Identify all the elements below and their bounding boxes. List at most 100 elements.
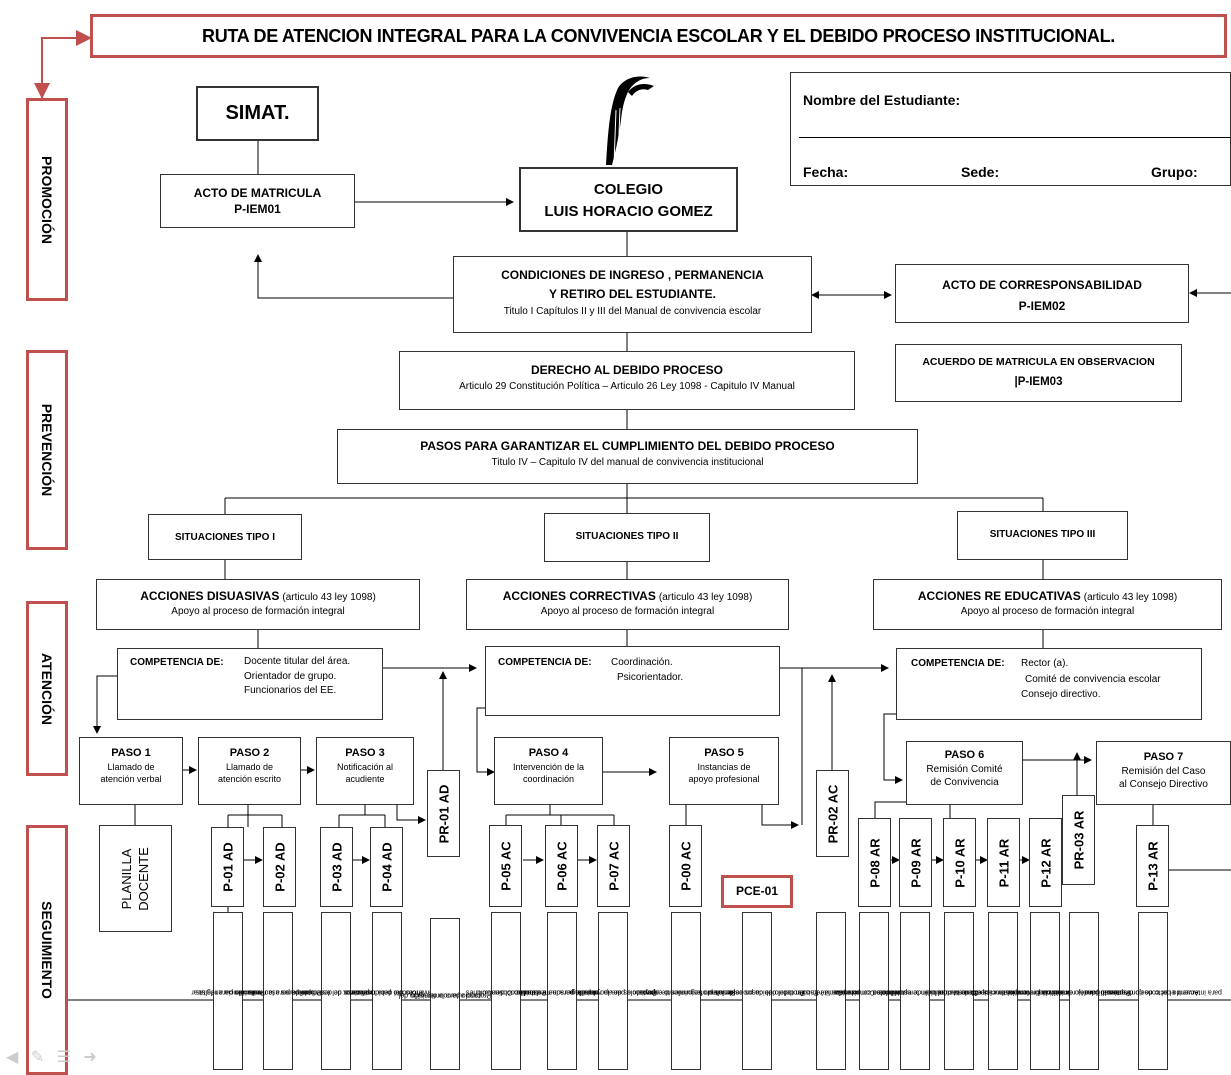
colegio-box: COLEGIO LUIS HORACIO GOMEZ [519,167,738,232]
competencia-box-3: COMPETENCIA DE: Rector (a). Comité de co… [896,648,1202,720]
sidebar-label: PROMOCIÓN [39,155,55,244]
competencia-item: Consejo directivo. [1021,689,1101,700]
code-label: PR-03 AR [1071,810,1086,870]
code-p08-ar: P-08 AR [858,818,891,907]
page-title: RUTA DE ATENCION INTEGRAL PARA LA CONVIV… [202,26,1115,46]
paso-1-box: PASO 1 Llamado de atención verbal [79,737,183,805]
paso-desc: Remisión del Caso [1121,765,1206,777]
paso-desc: Instancias de [697,761,751,772]
slide-nav[interactable]: ◀ ✎ ☰ ➜ [6,1047,97,1067]
sidebar-promocion: PROMOCIÓN [26,98,68,301]
planilla-label: DOCENTE [135,846,151,911]
sidebar-atencion: ATENCIÓN [26,601,68,776]
situacion-label: SITUACIONES TIPO I [174,532,275,543]
acciones-sub: Apoyo al proceso de formación integral [171,605,345,617]
paso-5-box: PASO 5 Instancias de apoyo profesional [669,737,779,805]
paso-desc: atención escrito [217,773,282,784]
acciones-title: ACCIONES RE EDUCATIVAS [917,589,1081,603]
code-label: P-08 AR [867,837,882,888]
acuerdo-code: |P-IEM03 [1014,376,1063,389]
competencia-label: COMPETENCIA DE: [498,657,592,668]
pasos-box: PASOS PARA GARANTIZAR EL CUMPLIMIENTO DE… [337,429,918,484]
competencia-item: Psicorientador. [617,672,684,683]
student-name-line [799,137,1230,138]
situacion-tipo-3: SITUACIONES TIPO III [957,511,1128,560]
pce-label: PCE-01 [735,884,779,898]
acto-matricula-title: ACTO DE MATRICULA [193,186,322,200]
condiciones-ref: Titulo I Capítulos II y III del Manual d… [503,305,762,317]
grupo-label: Grupo: [1151,164,1198,180]
competencia-label: COMPETENCIA DE: [911,658,1005,669]
paso-3-box: PASO 3 Notificación al acudiente [316,737,414,805]
code-pr02-ac: PR-02 AC [816,770,849,857]
code-label: P-09 AR [908,837,923,888]
colegio-name: LUIS HORACIO GOMEZ [544,202,713,220]
acciones-ref: (articulo 43 ley 1098) [1083,592,1178,603]
sidebar-label: PREVENCIÓN [39,403,55,497]
code-p09-ar: P-09 AR [899,818,932,907]
next-arrow-icon[interactable]: ➜ [83,1049,97,1066]
competencia-box-1: COMPETENCIA DE: Docente titular del área… [117,648,383,720]
code-p07-ac: P-07 AC [597,825,630,907]
code-label: P-12 AR [1038,837,1053,888]
pasos-title: PASOS PARA GARANTIZAR EL CUMPLIMIENTO DE… [420,439,835,453]
paso-desc: Remisión Comité [926,763,1003,775]
code-p13-ar: P-13 AR [1136,825,1169,907]
colegio-title: COLEGIO [593,181,664,198]
school-logo-icon [606,76,654,166]
acciones-ref: (articulo 43 ley 1098) [282,592,376,603]
acuerdo-box: ACUERDO DE MATRICULA EN OBSERVACION |P-I… [895,344,1182,402]
situacion-tipo-2: SITUACIONES TIPO II [544,513,710,562]
competencia-item: Comité de convivencia escolar [1025,673,1161,685]
code-pr03-ar: PR-03 AR [1062,795,1095,885]
pen-icon[interactable]: ✎ [30,1049,45,1066]
code-p02-ad: P-02 AD [263,827,296,907]
competencia-box-2: COMPETENCIA DE: Coordinación. Psicorient… [485,646,780,716]
code-p04-ad: P-04 AD [370,827,403,907]
paso-7-box: PASO 7 Remisión del Caso al Consejo Dire… [1096,741,1231,805]
acuerdo-title: ACUERDO DE MATRICULA EN OBSERVACION [922,356,1155,368]
condiciones-subtitle: Y RETIRO DEL ESTUDIANTE. [549,287,716,302]
code-label: P-02 AD [272,842,287,892]
derecho-box: DERECHO AL DEBIDO PROCESO Articulo 29 Co… [399,351,855,410]
paso-2-box: PASO 2 Llamado de atención escrito [198,737,301,805]
acciones-title: ACCIONES CORRECTIVAS [502,589,656,603]
code-label: P-05 AC [498,841,513,891]
code-p05-ac: P-05 AC [489,825,522,907]
paso-desc: de Convivencia [930,777,999,789]
competencia-label: COMPETENCIA DE: [130,657,224,668]
code-p01-ad: P-01 AD [211,827,244,907]
paso-title: PASO 5 [704,747,744,759]
code-label: P-04 AD [379,842,394,892]
protocol-text: para intervenir el acto de corresponsabi… [1084,988,1222,996]
planilla-docente-box: PLANILLA DOCENTE [99,825,172,932]
code-label: PR-01 AD [436,784,451,843]
paso-title: PASO 4 [528,747,569,759]
acciones-title: ACCIONES DISUASIVAS [140,589,280,603]
competencia-item: Orientador de grupo. [244,670,337,682]
protocol-text: del debido proceso. [726,988,788,996]
paso-4-box: PASO 4 Intervención de la coordinación [494,737,603,805]
acto-matricula-code: P-IEM01 [234,202,281,217]
corresp-code: P-IEM02 [1018,299,1066,313]
sidebar-seguimiento: SEGUIMIENTO [26,825,68,1075]
planilla-label: PLANILLA [118,848,134,909]
simat-box: SIMAT. [196,86,319,141]
acciones-correctivas-box: ACCIONES CORRECTIVAS (articulo 43 ley 10… [466,579,789,630]
competencia-item: Rector (a). [1021,658,1069,669]
paso-desc: Llamado de [225,761,274,772]
menu-icon[interactable]: ☰ [56,1049,71,1066]
situacion-tipo-1: SITUACIONES TIPO I [148,514,302,560]
prev-arrow-icon[interactable]: ◀ [6,1049,19,1066]
code-label: P-03 AD [329,842,344,892]
